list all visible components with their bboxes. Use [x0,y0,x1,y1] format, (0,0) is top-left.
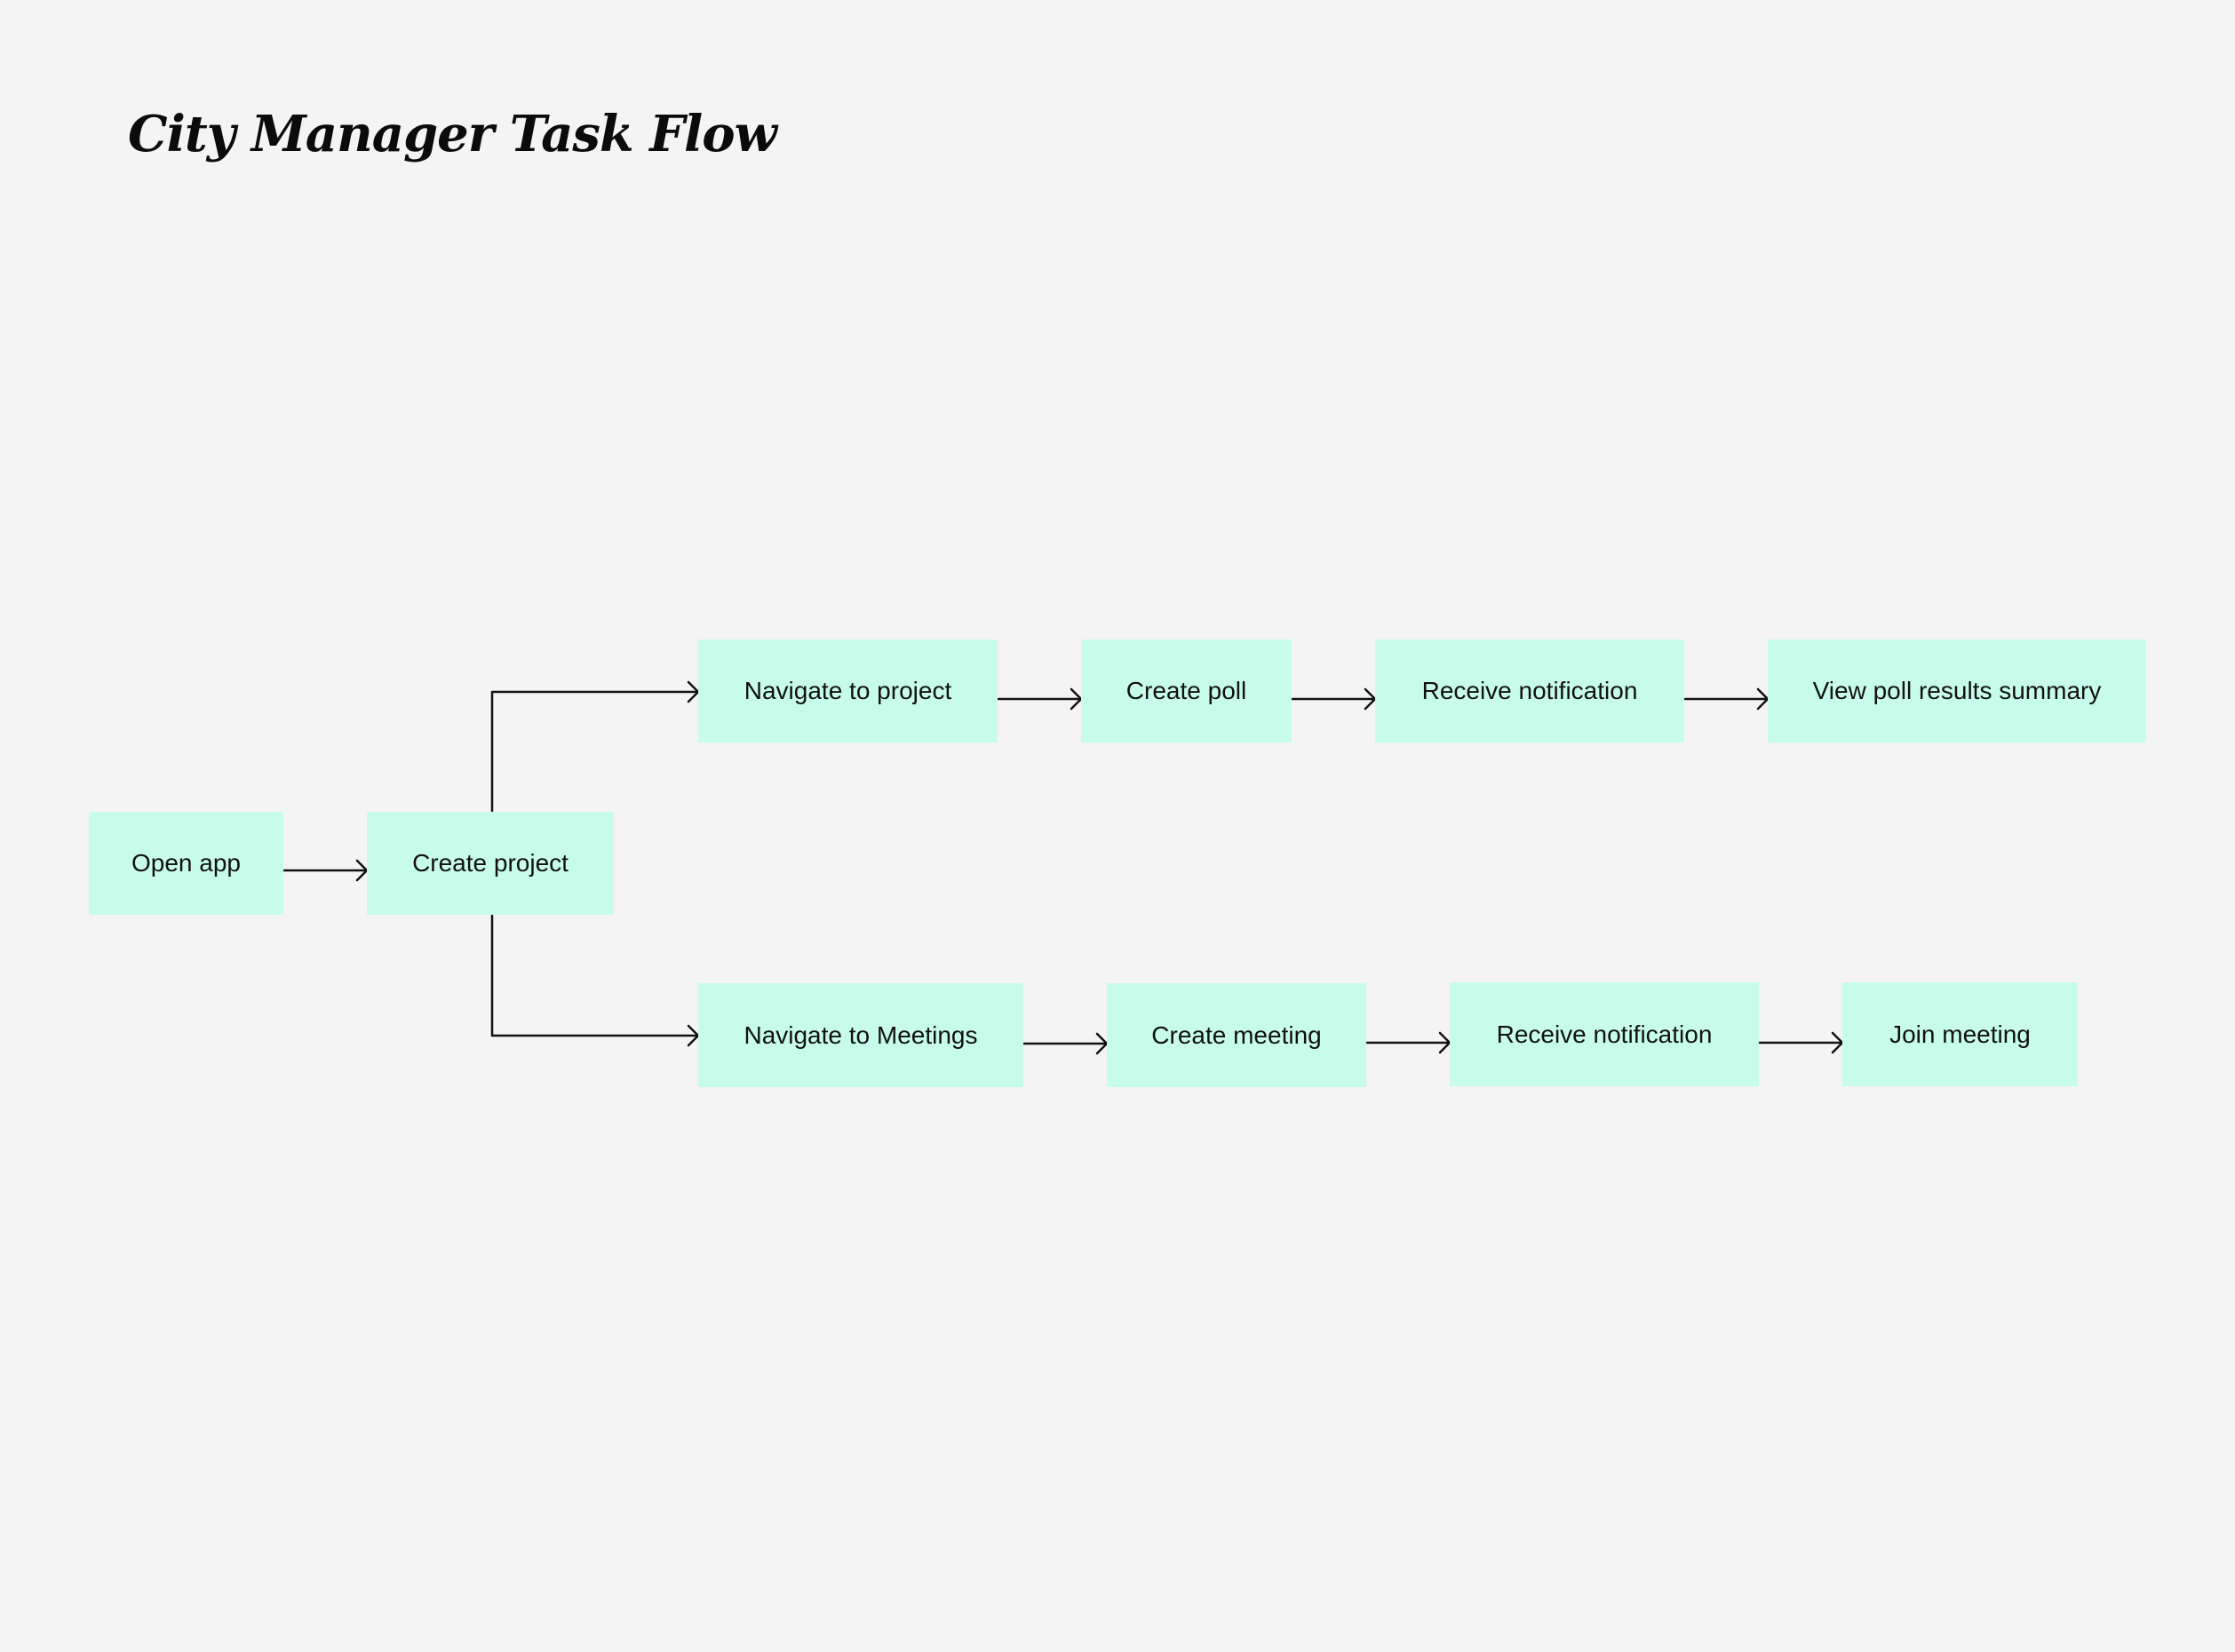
node-join-meeting: Join meeting [1842,982,2078,1086]
node-poll-receive-notification-label: Receive notification [1421,677,1638,704]
arrow-open-to-create-project [282,859,369,882]
arrow-create-meeting-to-notification [1365,1031,1452,1054]
node-create-project: Create project [367,812,614,915]
node-meeting-receive-notification-label: Receive notification [1496,1020,1713,1048]
node-meeting-receive-notification: Receive notification [1450,982,1759,1086]
arrow-navigate-meetings-to-create-meeting [1022,1032,1109,1055]
node-create-poll-label: Create poll [1125,677,1247,704]
node-join-meeting-label: Join meeting [1889,1020,2031,1048]
node-open-app-label: Open app [131,849,241,877]
node-navigate-to-meetings: Navigate to Meetings [698,983,1023,1087]
node-create-meeting: Create meeting [1107,983,1366,1087]
node-navigate-to-meetings-label: Navigate to Meetings [744,1021,978,1049]
page-title: City Manager Task Flow [128,105,777,163]
arrow-create-project-to-navigate-project [490,680,700,813]
node-open-app: Open app [89,812,283,915]
node-view-poll-results-summary-label: View poll results summary [1812,677,2102,704]
arrow-navigate-project-to-create-poll [997,687,1083,711]
node-navigate-to-project-label: Navigate to project [744,677,952,704]
node-navigate-to-project: Navigate to project [698,639,998,743]
arrow-create-project-to-navigate-meetings [490,914,700,1047]
arrow-notification-to-poll-results [1683,687,1770,711]
arrow-notification-to-join-meeting [1758,1031,1844,1054]
node-create-project-label: Create project [412,849,569,877]
arrow-create-poll-to-notification [1291,687,1377,711]
node-view-poll-results-summary: View poll results summary [1768,639,2146,743]
node-create-meeting-label: Create meeting [1151,1021,1322,1049]
node-poll-receive-notification: Receive notification [1375,639,1684,743]
node-create-poll: Create poll [1081,639,1292,743]
